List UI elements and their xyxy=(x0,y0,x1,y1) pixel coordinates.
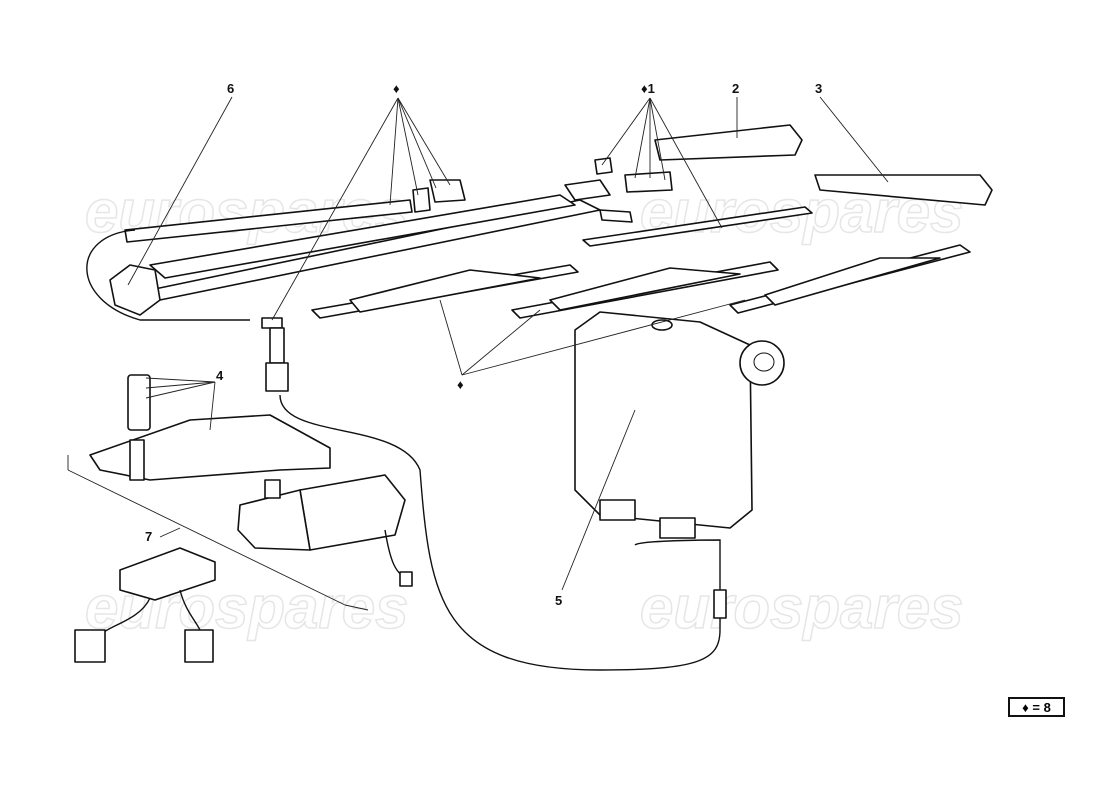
callout-7: 7 xyxy=(145,529,152,544)
washer-hose-lower xyxy=(279,394,721,671)
callout-3: 3 xyxy=(815,81,822,96)
leader-lines xyxy=(67,96,889,611)
callout-6: 6 xyxy=(227,81,234,96)
wiper-arm xyxy=(109,179,633,316)
arm-cover-3 xyxy=(814,174,993,206)
washer-nozzle xyxy=(261,317,289,392)
svg-text:eurospares: eurospares xyxy=(640,574,964,641)
quantity-legend: ♦ = 8 xyxy=(1008,697,1065,717)
arm-fittings xyxy=(412,157,673,213)
watermark: eurospares eurospares eurospares eurospa… xyxy=(84,177,964,642)
callout-diamond-1: ♦1 xyxy=(641,81,655,96)
callout-5: 5 xyxy=(555,593,562,608)
wiper-blades xyxy=(311,206,971,319)
arm-cover-2 xyxy=(654,124,803,161)
motor-bracket xyxy=(89,374,331,481)
callout-4: 4 xyxy=(216,368,224,383)
wiper-motor xyxy=(237,474,413,587)
legend-text: ♦ = 8 xyxy=(1022,699,1051,715)
callout-diamond-mid: ♦ xyxy=(457,377,464,392)
washer-hose-upper xyxy=(86,229,250,321)
callout-diamond-top: ♦ xyxy=(393,81,400,96)
callout-2: 2 xyxy=(732,81,739,96)
washer-reservoir xyxy=(574,311,785,619)
control-unit xyxy=(74,547,216,663)
